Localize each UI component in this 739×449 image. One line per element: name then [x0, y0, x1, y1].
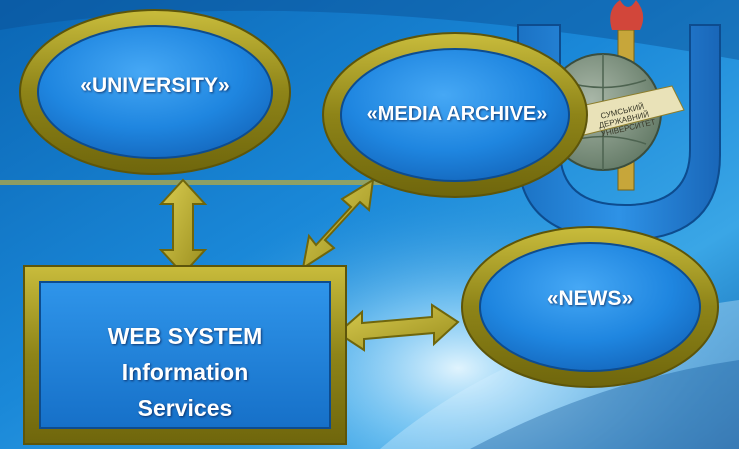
web-system-line-1: WEB SYSTEM: [107, 323, 263, 349]
logo-flame-icon: [610, 0, 644, 30]
gold-divider-line: [0, 180, 430, 185]
node-news-label: «NEWS»: [546, 287, 634, 310]
node-university-label: «UNIVERSITY»: [80, 74, 230, 97]
background-swoosh-dark: [470, 360, 739, 449]
arrow-news-web: [336, 303, 460, 352]
web-system-line-3: Services: [137, 395, 233, 421]
node-media-archive-label: «MEDIA ARCHIVE»: [366, 103, 548, 125]
node-university: [19, 9, 291, 175]
node-media-archive: [322, 32, 588, 198]
node-web-system-label: WEB SYSTEM Information Services: [50, 318, 320, 426]
web-system-line-2: Information: [121, 359, 249, 385]
logo-letter-u: [517, 24, 721, 242]
background-swoosh: [0, 0, 739, 60]
node-web-system: [23, 265, 347, 445]
node-news: [461, 226, 719, 388]
